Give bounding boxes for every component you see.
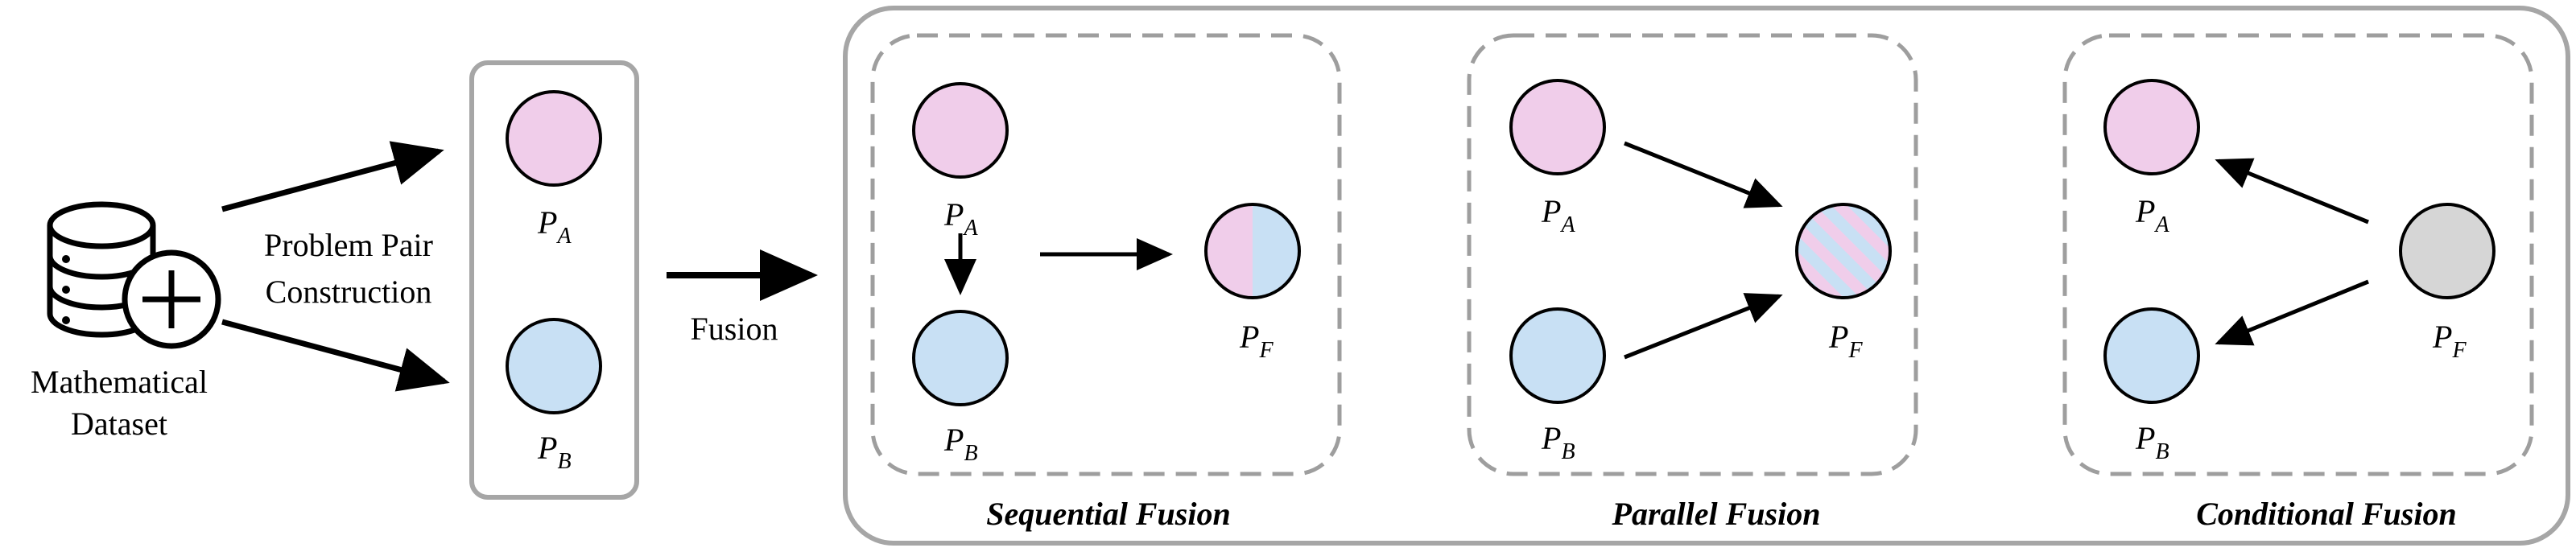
seq-pf-label: PF bbox=[1239, 319, 1274, 363]
problem-b-node bbox=[506, 318, 602, 414]
parallel-panel bbox=[1467, 33, 1918, 476]
dataset-label-line1: Mathematical bbox=[31, 364, 208, 400]
dataset-label-line2: Dataset bbox=[71, 406, 167, 442]
pair-pa-label: PA bbox=[537, 204, 572, 249]
seq-pa-label: PA bbox=[943, 196, 978, 241]
par-arrow-b-to-f bbox=[1624, 293, 1783, 360]
seq-pf-node bbox=[1204, 203, 1301, 299]
arrow-dataset-to-pb bbox=[221, 319, 450, 392]
cond-pf-label: PF bbox=[2432, 319, 2467, 363]
par-pb-label: PB bbox=[1541, 420, 1575, 464]
par-pa-label: PA bbox=[1541, 193, 1575, 237]
cond-pb-node bbox=[2103, 307, 2200, 404]
par-pf-label: PF bbox=[1828, 319, 1863, 363]
par-pa-node bbox=[1509, 79, 1606, 175]
cond-arrow-f-to-a bbox=[2215, 158, 2369, 225]
fusion-strategies-frame bbox=[843, 6, 2570, 546]
fusion-label: Fusion bbox=[691, 311, 778, 347]
sequential-caption: Sequential Fusion bbox=[986, 496, 1230, 532]
cond-arrow-f-to-b bbox=[2215, 279, 2369, 346]
problem-a-node bbox=[506, 90, 602, 187]
seq-pa-node bbox=[912, 82, 1009, 179]
cond-pa-label: PA bbox=[2135, 193, 2169, 237]
pair-label-line2: Construction bbox=[266, 274, 432, 310]
conditional-caption: Conditional Fusion bbox=[2196, 496, 2456, 532]
arrow-dataset-to-pa bbox=[221, 141, 444, 212]
sequential-panel bbox=[870, 33, 1342, 476]
cond-pf-node bbox=[2399, 203, 2496, 299]
parallel-caption: Parallel Fusion bbox=[1612, 496, 1821, 532]
seq-pb-label: PB bbox=[943, 422, 978, 466]
par-arrow-a-to-f bbox=[1624, 141, 1783, 208]
database-plus-icon bbox=[47, 201, 221, 349]
conditional-panel bbox=[2062, 33, 2534, 476]
par-pb-node bbox=[1509, 307, 1606, 404]
cond-pa-node bbox=[2103, 79, 2200, 175]
par-pf-node bbox=[1795, 203, 1892, 299]
seq-pb-node bbox=[912, 310, 1009, 406]
pair-label-line1: Problem Pair bbox=[264, 227, 433, 263]
cond-pb-label: PB bbox=[2135, 420, 2169, 464]
pair-pb-label: PB bbox=[537, 430, 572, 474]
